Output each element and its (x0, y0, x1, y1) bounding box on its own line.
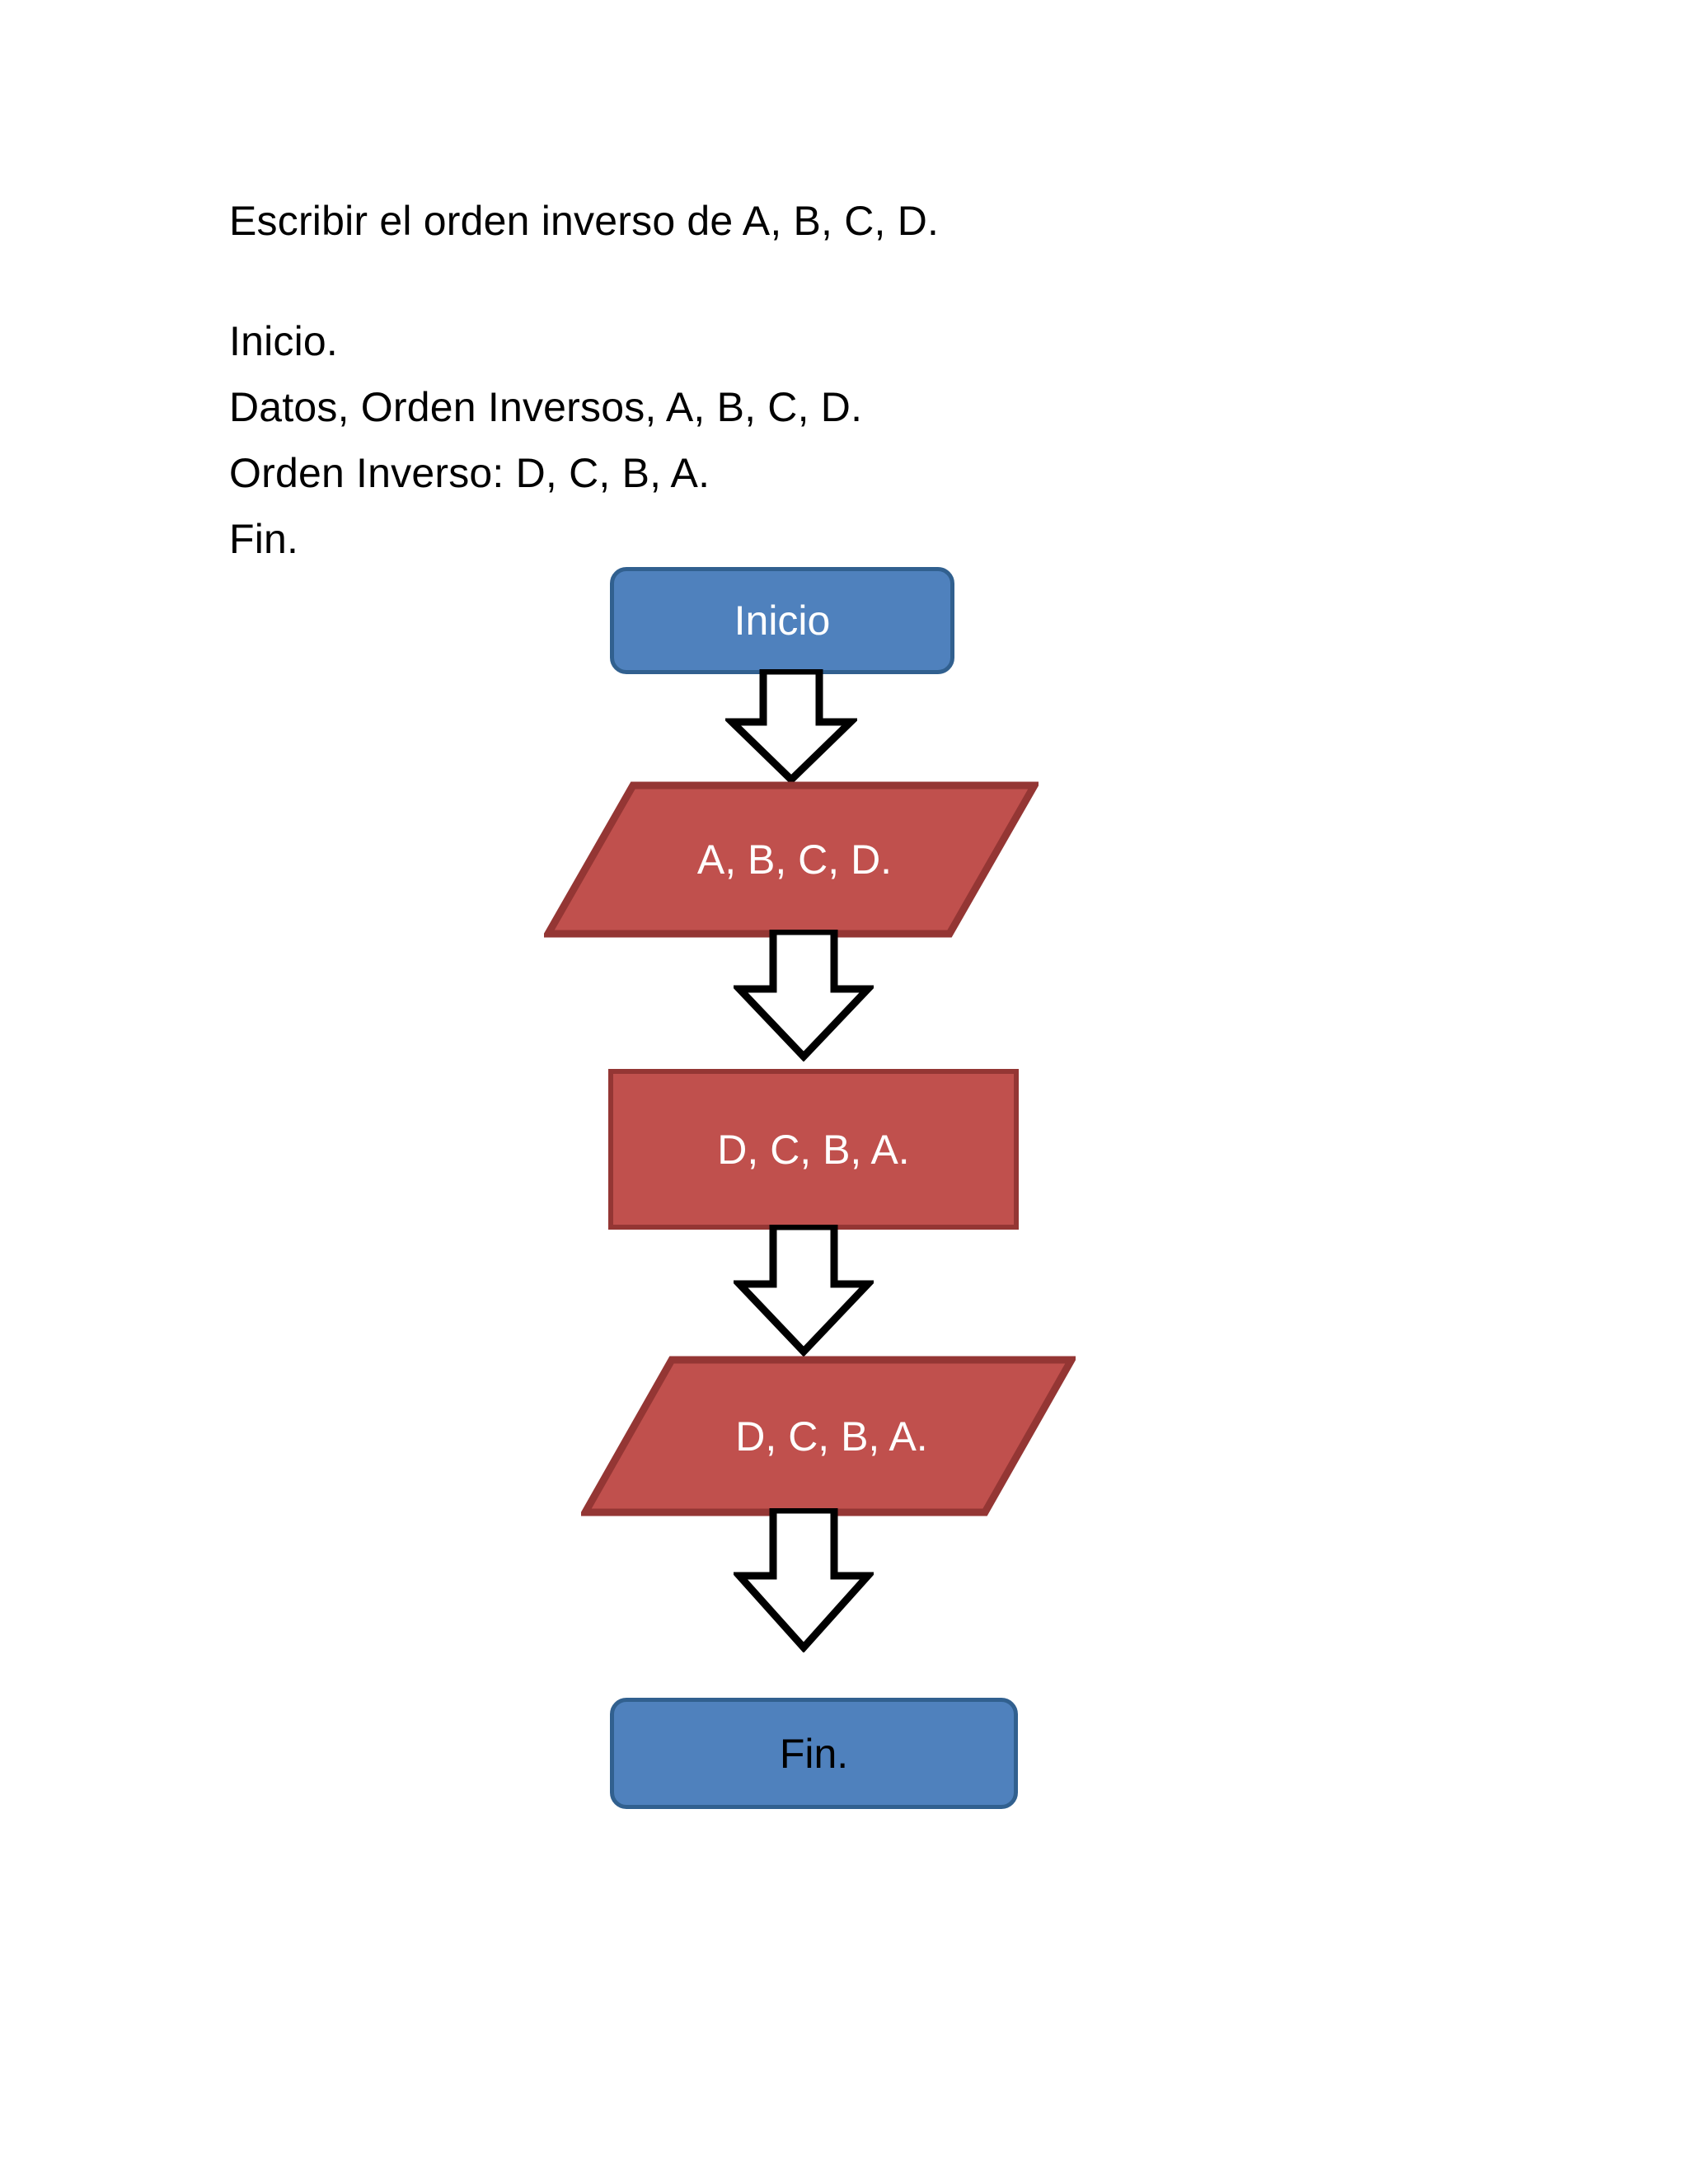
exercise-title: Escribir el orden inverso de A, B, C, D. (229, 198, 940, 244)
flowchart-node-end-label: Fin. (779, 1730, 849, 1777)
flowchart-node-start[interactable]: Inicio (610, 567, 954, 674)
flowchart-connector-output-to-end (734, 1508, 874, 1652)
pseudocode-line-fin: Fin. (229, 516, 299, 562)
pseudocode-line-datos: Datos, Orden Inversos, A, B, C, D. (229, 384, 863, 430)
parallelogram-shape-input (544, 781, 1039, 938)
flowchart-connector-input-to-process (734, 930, 874, 1062)
flowchart-connector-process-to-output (734, 1225, 874, 1357)
pseudocode-line-inicio: Inicio. (229, 318, 339, 364)
flowchart-node-input[interactable]: A, B, C, D. (544, 781, 1039, 938)
flowchart-node-end[interactable]: Fin. (610, 1698, 1018, 1809)
flowchart-node-process-label: D, C, B, A. (717, 1126, 910, 1173)
flowchart-connector-start-to-input (725, 669, 857, 785)
parallelogram-shape-output (581, 1356, 1076, 1516)
flowchart-node-start-label: Inicio (734, 598, 831, 644)
pseudocode-text-block: Escribir el orden inverso de A, B, C, D.… (229, 188, 1383, 572)
flowchart-node-output[interactable]: D, C, B, A. (581, 1356, 1076, 1516)
flowchart-node-process[interactable]: D, C, B, A. (608, 1069, 1019, 1230)
pseudocode-line-orden-inverso: Orden Inverso: D, C, B, A. (229, 450, 710, 496)
